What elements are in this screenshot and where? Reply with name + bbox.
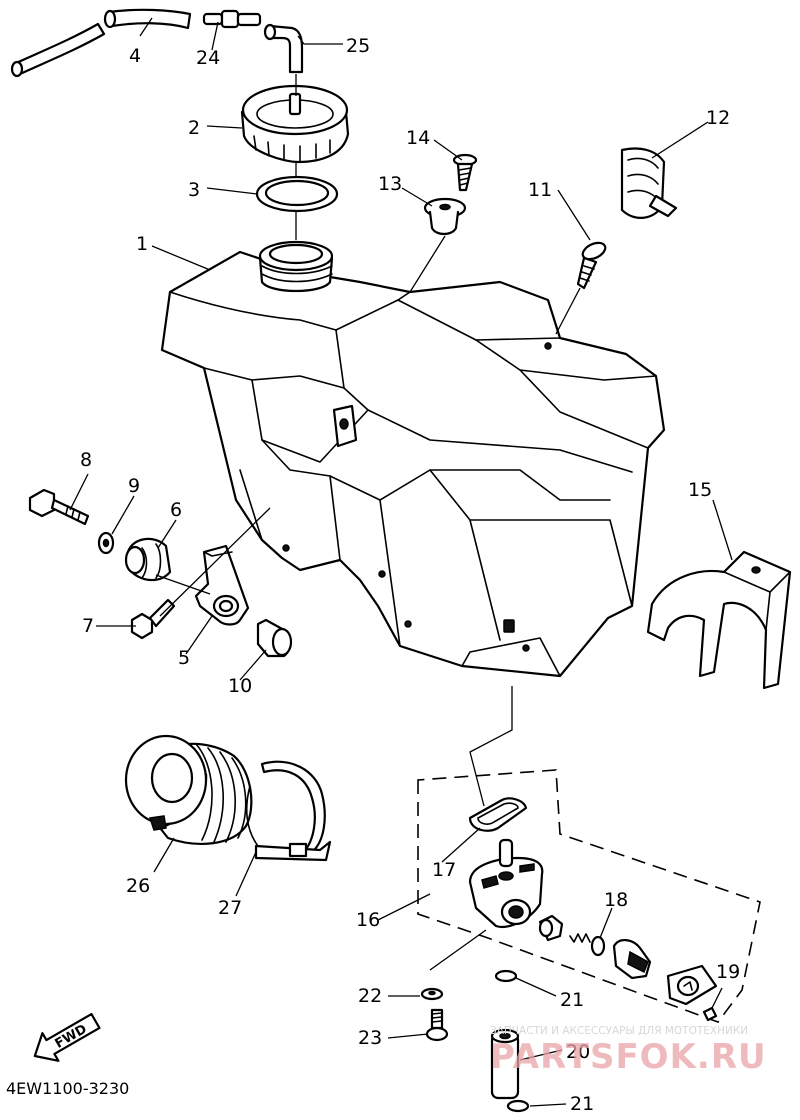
callout-21-upper: 21 [560, 989, 584, 1011]
callout-12: 12 [706, 107, 730, 129]
callout-9: 9 [128, 475, 140, 497]
callout-4: 4 [129, 45, 141, 67]
callout-23: 23 [358, 1027, 382, 1049]
part-22-washer[interactable] [420, 987, 444, 1001]
part-11-screw[interactable] [576, 240, 608, 290]
callout-1: 1 [136, 233, 148, 255]
part-3-cap-gasket[interactable] [255, 175, 339, 213]
callout-6: 6 [170, 499, 182, 521]
watermark-brand: PARTSFOK.RU [490, 1037, 767, 1077]
callout-22: 22 [358, 985, 382, 1007]
callout-15: 15 [688, 479, 712, 501]
callout-5: 5 [178, 647, 190, 669]
callout-27: 27 [218, 897, 242, 919]
part-17-gasket[interactable] [468, 797, 528, 832]
part-15-cover[interactable] [646, 550, 792, 690]
diagram-code: 4EW1100-3230 [6, 1079, 129, 1098]
part-18-o-ring[interactable] [590, 935, 606, 957]
part-9-washer[interactable] [97, 531, 115, 555]
part-10-collar[interactable] [256, 618, 293, 658]
part-25-elbow-hose[interactable] [263, 23, 304, 74]
callout-16: 16 [356, 909, 380, 931]
callout-20: 20 [566, 1041, 590, 1063]
callout-21-lower: 21 [570, 1093, 594, 1115]
callout-8: 8 [80, 449, 92, 471]
callout-24: 24 [196, 47, 220, 69]
part-21-clip-upper[interactable] [494, 969, 518, 983]
part-5-bracket[interactable] [194, 544, 250, 626]
part-21-clip-lower[interactable] [506, 1099, 530, 1113]
callout-25: 25 [346, 35, 370, 57]
callout-2: 2 [188, 117, 200, 139]
callout-3: 3 [188, 179, 200, 201]
callout-11: 11 [528, 179, 552, 201]
fwd-arrow-icon: FWD [33, 1012, 101, 1062]
callout-7: 7 [82, 615, 94, 637]
part-20-fuel-hose[interactable] [490, 1028, 520, 1100]
part-1-fuel-tank[interactable] [160, 240, 666, 678]
part-12-clip[interactable] [620, 147, 678, 219]
watermark-tagline: ЗАПЧАСТИ И АКСЕССУАРЫ ДЛЯ МОТОТЕХНИКИ [490, 1025, 748, 1037]
leader-lines [69, 17, 733, 1107]
part-13-collar[interactable] [423, 197, 467, 236]
part-4-breather-hose[interactable] [10, 8, 192, 78]
part-8-bolt[interactable] [28, 488, 90, 526]
part-2-fuel-cap[interactable] [240, 84, 350, 164]
callout-labels: 4 24 25 2 3 1 14 13 11 12 15 8 9 6 7 5 1… [80, 35, 740, 1115]
part-14-screw[interactable] [452, 153, 478, 192]
callout-10: 10 [228, 675, 252, 697]
part-6-damper[interactable] [124, 537, 172, 582]
callout-26: 26 [126, 875, 150, 897]
part-7-bolt[interactable] [130, 598, 176, 640]
part-27-band[interactable] [245, 760, 332, 862]
callout-18: 18 [604, 889, 628, 911]
callout-14: 14 [406, 127, 430, 149]
part-24-breather-pipe[interactable] [202, 9, 262, 29]
callout-17: 17 [432, 859, 456, 881]
part-19-plate[interactable] [666, 964, 718, 1022]
part-16-fuel-cock-assembly[interactable] [417, 769, 761, 1023]
callout-13: 13 [378, 173, 402, 195]
callout-19: 19 [716, 961, 740, 983]
part-23-screw[interactable] [425, 1008, 449, 1042]
part-26-boot[interactable] [124, 734, 253, 845]
